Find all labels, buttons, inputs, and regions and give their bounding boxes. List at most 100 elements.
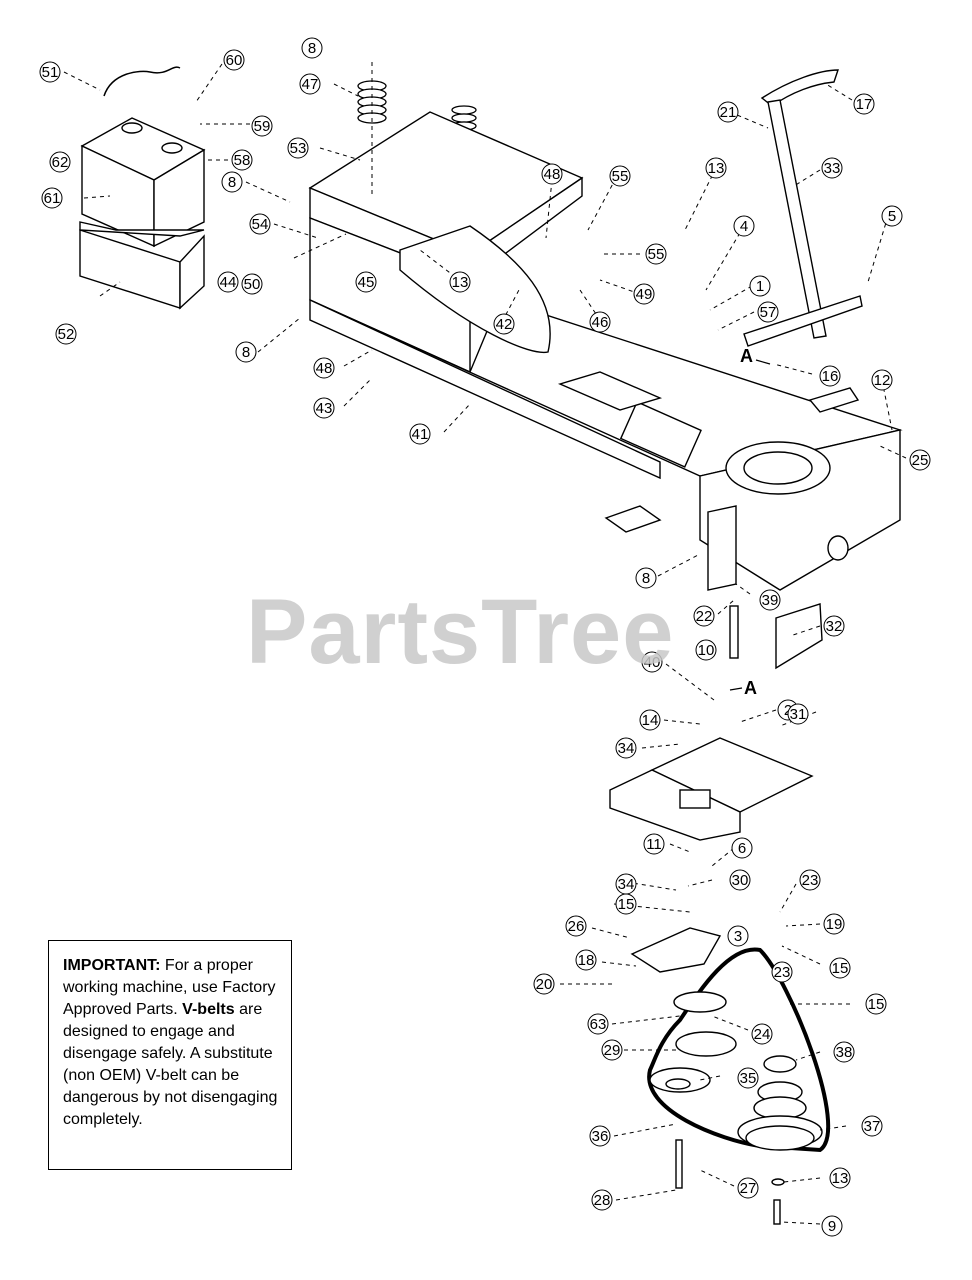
callout-circle bbox=[865, 993, 887, 1015]
callout-number: 55 bbox=[612, 168, 629, 185]
callout-number: 52 bbox=[58, 326, 75, 343]
callout-number: 57 bbox=[760, 304, 777, 321]
callout-number: 35 bbox=[740, 1070, 757, 1087]
idler-bracket bbox=[630, 927, 722, 973]
callout-number: 36 bbox=[592, 1128, 609, 1145]
callout-circle bbox=[733, 215, 755, 237]
callout-circle bbox=[409, 423, 431, 445]
callout-circle bbox=[821, 157, 843, 179]
callout-circle bbox=[355, 271, 377, 293]
callout-circle bbox=[749, 275, 771, 297]
callout-circle bbox=[609, 165, 631, 187]
callout-circle bbox=[615, 737, 637, 759]
callout-number: 15 bbox=[868, 996, 885, 1013]
callout-number: 20 bbox=[536, 976, 553, 993]
callout-circle bbox=[251, 115, 273, 137]
callout-number: 22 bbox=[696, 608, 713, 625]
callout-circle bbox=[301, 37, 323, 59]
callout-number: 34 bbox=[618, 876, 635, 893]
callout-circle bbox=[751, 1023, 773, 1045]
callout-number: 21 bbox=[720, 104, 737, 121]
callout-circle bbox=[727, 925, 749, 947]
v-belt bbox=[647, 947, 831, 1153]
battery-cable bbox=[103, 66, 181, 97]
reference-marker-a: A bbox=[744, 678, 757, 698]
callout-number: 28 bbox=[594, 1192, 611, 1209]
callout-number: 1 bbox=[756, 278, 764, 295]
axle-rod bbox=[729, 603, 823, 670]
callout-number: 39 bbox=[762, 592, 779, 609]
callout-number: 45 bbox=[358, 274, 375, 291]
callout-circle bbox=[821, 1215, 843, 1237]
callout-number: 37 bbox=[864, 1118, 881, 1135]
callout-number: 14 bbox=[642, 712, 659, 729]
callout-circle bbox=[313, 357, 335, 379]
note-lead: IMPORTANT: bbox=[63, 957, 161, 974]
callout-circle bbox=[299, 73, 321, 95]
callout-circle bbox=[575, 949, 597, 971]
callout-circle bbox=[639, 709, 661, 731]
callout-number: 13 bbox=[832, 1170, 849, 1187]
battery-tray bbox=[79, 221, 205, 310]
callout-number: 6 bbox=[738, 840, 746, 857]
callout-number: 38 bbox=[836, 1044, 853, 1061]
callout-number: 55 bbox=[648, 246, 665, 263]
callout-circle bbox=[241, 273, 263, 295]
callout-circle bbox=[759, 589, 781, 611]
callout-circle bbox=[771, 961, 793, 983]
callout-circle bbox=[533, 973, 555, 995]
callout-circle bbox=[39, 61, 61, 83]
callout-number: 33 bbox=[824, 160, 841, 177]
callout-circle bbox=[881, 205, 903, 227]
callout-number: 48 bbox=[544, 166, 561, 183]
mounting-bracket bbox=[609, 737, 814, 841]
callout-number: 17 bbox=[856, 96, 873, 113]
callout-number: 23 bbox=[774, 964, 791, 981]
callout-number: 8 bbox=[242, 344, 250, 361]
callout-circle bbox=[819, 365, 841, 387]
callout-number: 34 bbox=[618, 740, 635, 757]
callout-number: 10 bbox=[698, 642, 715, 659]
callout-number: 63 bbox=[590, 1016, 607, 1033]
pulleys bbox=[649, 991, 823, 1225]
reference-marker-a: A bbox=[740, 346, 753, 366]
callout-number: 32 bbox=[826, 618, 843, 635]
callout-circle bbox=[235, 341, 257, 363]
callout-circle bbox=[633, 283, 655, 305]
callout-circle bbox=[695, 639, 717, 661]
callout-circle bbox=[223, 49, 245, 71]
callout-circle bbox=[541, 163, 563, 185]
callout-number: 53 bbox=[290, 140, 307, 157]
callout-number: 15 bbox=[832, 960, 849, 977]
callout-circle bbox=[287, 137, 309, 159]
callout-number: 13 bbox=[708, 160, 725, 177]
callout-number: 31 bbox=[790, 706, 807, 723]
callout-circle bbox=[493, 313, 515, 335]
callout-circle bbox=[787, 703, 809, 725]
callout-circle bbox=[829, 957, 851, 979]
callout-circle bbox=[615, 893, 637, 915]
battery bbox=[80, 117, 206, 248]
leader-lines bbox=[63, 62, 907, 1225]
callout-circle bbox=[871, 369, 893, 391]
callout-circle bbox=[737, 1177, 759, 1199]
callout-number: 8 bbox=[228, 174, 236, 191]
callout-circle bbox=[829, 1167, 851, 1189]
callout-circle bbox=[587, 1013, 609, 1035]
callout-number: 19 bbox=[826, 916, 843, 933]
important-note: IMPORTANT: For a proper working machine,… bbox=[48, 940, 292, 1170]
lift-lever bbox=[743, 69, 863, 347]
callout-number: 25 bbox=[912, 452, 929, 469]
callout-circle bbox=[799, 869, 821, 891]
callout-circle bbox=[641, 651, 663, 673]
watermark: PartsTree bbox=[246, 581, 675, 683]
callout-circle bbox=[729, 869, 751, 891]
callout-circle bbox=[217, 271, 239, 293]
callout-number: 60 bbox=[226, 52, 243, 69]
callout-number: 48 bbox=[316, 360, 333, 377]
callout-number: 27 bbox=[740, 1180, 757, 1197]
callout-circle bbox=[313, 397, 335, 419]
callout-number: 51 bbox=[42, 64, 59, 81]
callout-number: 3 bbox=[734, 928, 742, 945]
